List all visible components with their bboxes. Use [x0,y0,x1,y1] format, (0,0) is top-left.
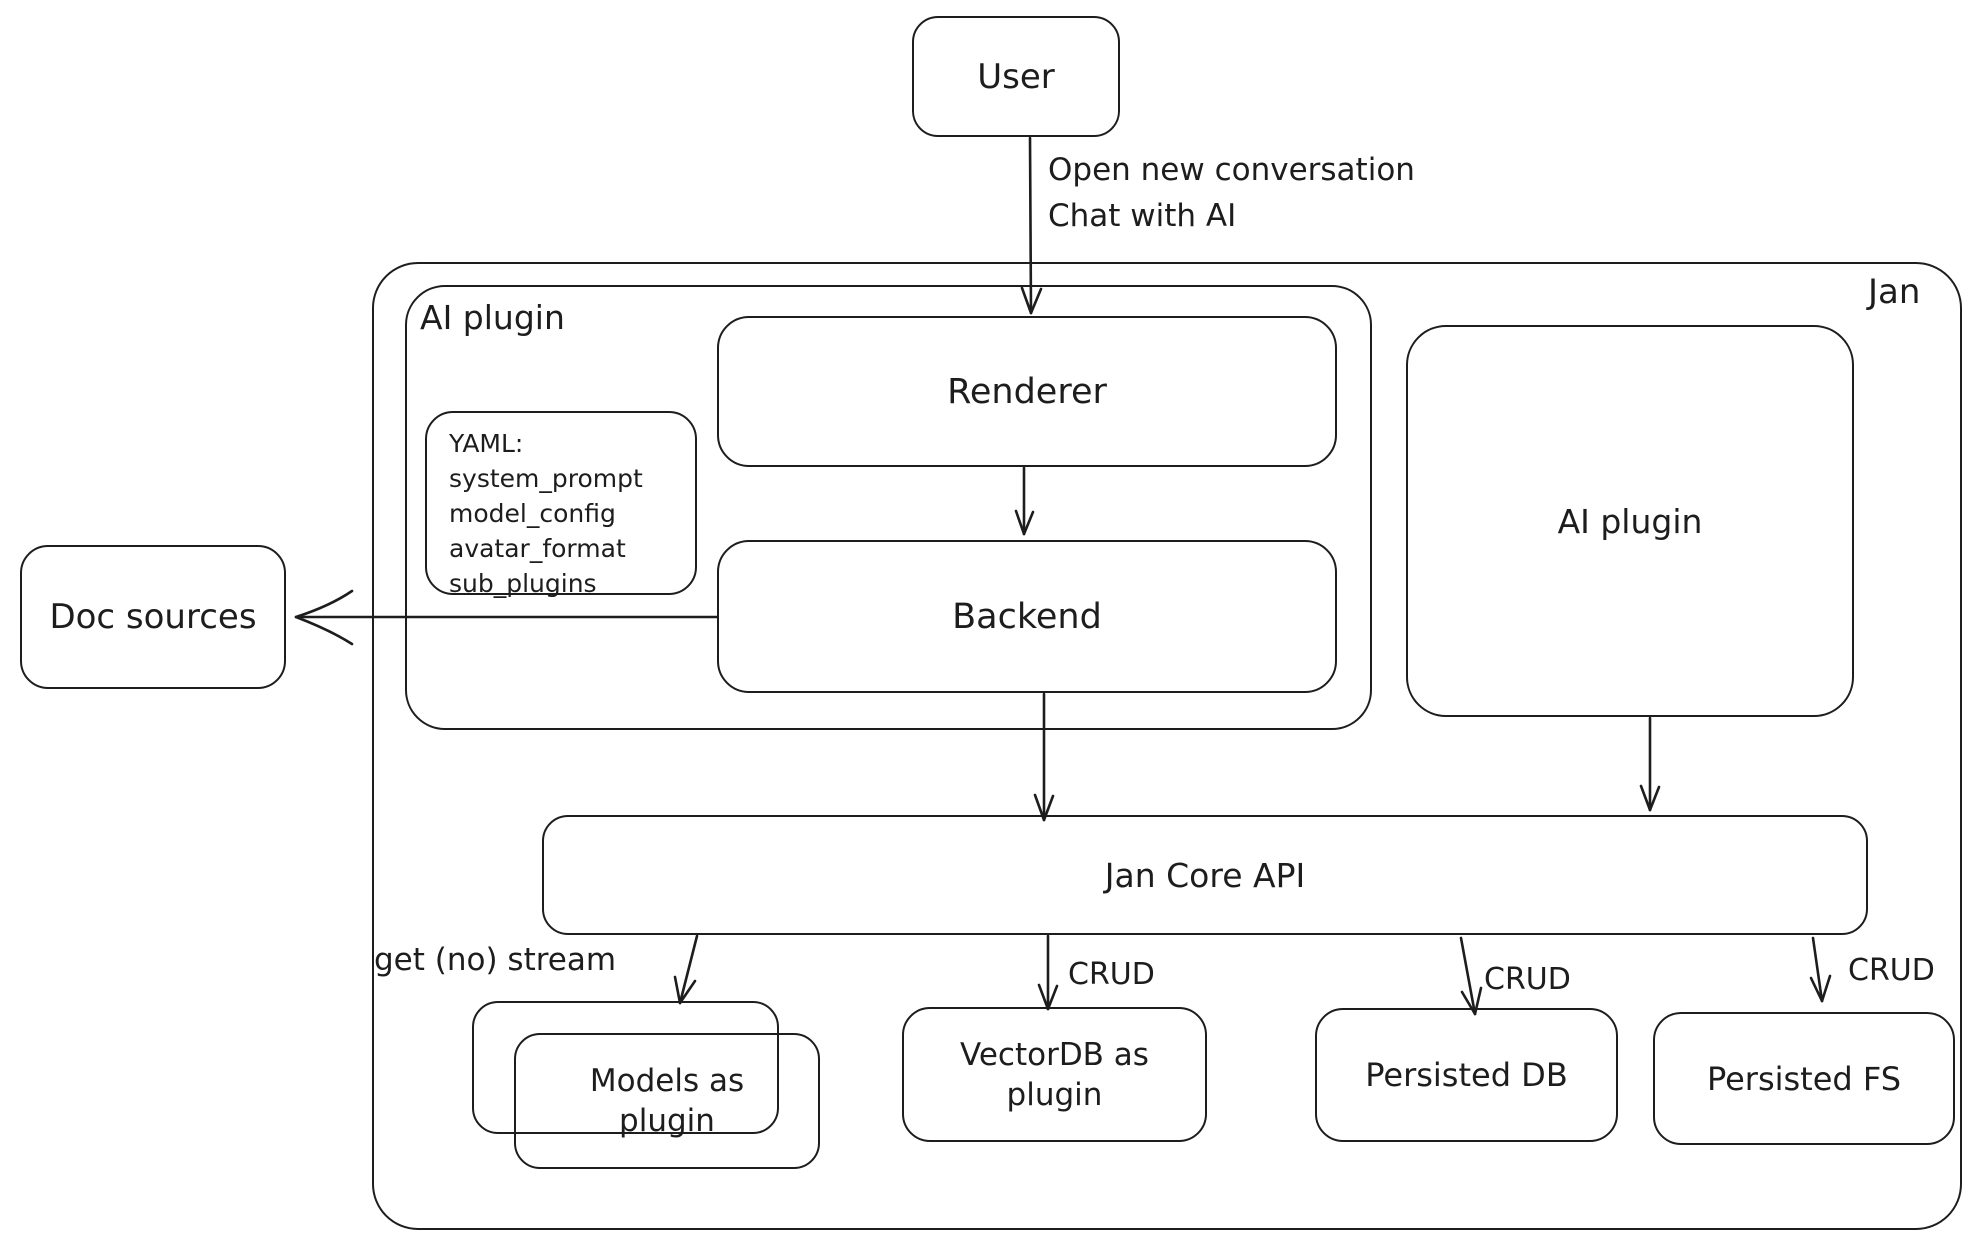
persisted-fs-node: Persisted FS [1653,1012,1955,1145]
yaml-note-field: avatar_format [449,534,626,563]
yaml-note-title: YAML: [449,429,524,458]
ai-plugin-node: AI plugin [1406,325,1854,717]
crud-label-persisted-fs: CRUD [1848,953,1935,988]
get-no-stream-label: get (no) stream [374,942,617,978]
jan-core-api-node: Jan Core API [542,815,1868,935]
user-node: User [912,16,1120,137]
yaml-note-field: model_config [449,499,616,528]
renderer-node: Renderer [717,316,1337,467]
doc-sources-node: Doc sources [20,545,286,689]
models-plugin-node: Models as plugin [514,1033,820,1169]
user-edge-label-line2: Chat with AI [1048,198,1237,234]
persisted-db-node: Persisted DB [1315,1008,1618,1142]
backend-node-label: Backend [952,596,1102,637]
ai-plugin-group [405,285,1372,730]
ai-plugin-node-label: AI plugin [1557,501,1703,541]
ai-plugin-group-label: AI plugin [420,298,565,337]
models-plugin-back-box [472,1001,779,1134]
crud-label-vectordb: CRUD [1068,957,1155,992]
renderer-node-label: Renderer [947,371,1107,412]
jan-container [372,262,1962,1230]
vectordb-plugin-node-label: VectorDB as plugin [960,1036,1149,1113]
models-plugin-node-label: Models as plugin [589,1063,745,1139]
persisted-fs-node-label: Persisted FS [1706,1059,1902,1098]
user-node-label: User [977,56,1055,97]
persisted-db-node-label: Persisted DB [1365,1056,1568,1094]
yaml-note-field: system_prompt [449,464,643,493]
yaml-note-field: sub_plugins [449,569,597,598]
doc-sources-node-label: Doc sources [49,597,257,637]
user-edge-label-line1: Open new conversation [1048,152,1415,188]
jan-core-api-node-label: Jan Core API [1104,855,1306,895]
backend-node: Backend [717,540,1337,693]
jan-container-label: Jan [1868,272,1921,312]
vectordb-plugin-node: VectorDB as plugin [902,1007,1207,1142]
crud-label-persisted-db: CRUD [1484,962,1571,997]
yaml-note: YAML: system_prompt model_config avatar_… [425,411,697,598]
